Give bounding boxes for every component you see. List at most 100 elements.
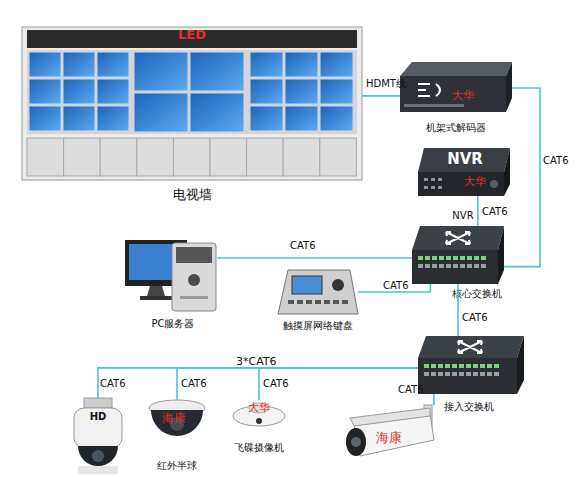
cable-label: CAT6 <box>383 280 409 292</box>
access-switch-drawing <box>445 372 450 376</box>
core-switch-drawing <box>446 232 470 244</box>
pc-server: PC服务器 <box>125 240 217 312</box>
nvr-drawing <box>424 186 428 189</box>
node-label: 接入交换机 <box>444 401 510 413</box>
video-wall-drawing <box>320 138 357 176</box>
access-switch-drawing <box>418 336 524 358</box>
nvr-drawing <box>431 178 435 181</box>
nvr-drawing <box>424 178 442 189</box>
access-switch-drawing <box>452 364 457 368</box>
video-wall-drawing <box>27 138 64 176</box>
cable-label: CAT6 <box>181 378 207 390</box>
node-label: LED <box>172 28 212 43</box>
core-switch-drawing <box>467 256 472 260</box>
speed-dome-drawing <box>74 398 122 474</box>
decoder-drawing <box>400 62 512 112</box>
access-switch-drawing <box>458 341 482 353</box>
video-wall-drawing <box>134 93 188 132</box>
core-switch-drawing <box>418 264 486 268</box>
cable-label: CAT6 <box>543 155 569 167</box>
cable-label: CAT6 <box>290 240 316 252</box>
video-wall-drawing <box>320 52 353 77</box>
node-label: NVR <box>440 151 490 168</box>
video-wall-drawing <box>210 138 247 176</box>
video-wall-drawing <box>29 52 61 77</box>
video-wall-drawing <box>29 79 61 104</box>
keyboard-drawing <box>288 300 294 304</box>
node-label: HD <box>84 411 112 423</box>
access-switch-drawing <box>487 364 492 368</box>
video-wall-drawing <box>283 138 320 176</box>
cable-label: CAT6 <box>398 384 424 396</box>
video-wall-drawing <box>190 93 244 132</box>
pc-server-drawing <box>147 286 165 296</box>
cable-line <box>362 95 400 97</box>
infrared-dome-drawing <box>149 400 205 436</box>
access-switch-drawing <box>438 372 443 376</box>
keyboard-drawing <box>278 270 358 314</box>
decoder-drawing <box>506 62 512 112</box>
video-wall-drawing <box>320 79 353 104</box>
access-switch-drawing <box>424 372 499 376</box>
access-switch-drawing <box>431 364 436 368</box>
saucer-camera: 大华飞碟摄像机 <box>232 400 286 432</box>
node-label: 红外半球 <box>148 460 206 472</box>
cable-line <box>457 284 459 336</box>
keyboard-drawing <box>333 300 339 304</box>
keyboard-drawing <box>342 300 348 304</box>
core-switch-drawing <box>446 264 451 268</box>
access-switch-drawing <box>480 364 485 368</box>
access-switch-drawing <box>480 372 485 376</box>
speed-dome-drawing <box>84 398 112 408</box>
core-switch-drawing <box>418 256 423 260</box>
core-switch-drawing <box>418 256 486 260</box>
video-wall-drawing <box>250 52 283 77</box>
network-keyboard: 触摸屏网络键盘 <box>278 268 358 316</box>
node-label: 触摸屏网络键盘 <box>274 320 362 332</box>
video-wall-drawing <box>27 50 357 134</box>
nvr-drawing <box>490 180 498 188</box>
core-switch-drawing <box>432 264 437 268</box>
video-wall-drawing <box>97 52 129 77</box>
core-switch-drawing <box>412 226 504 284</box>
keyboard-drawing <box>324 300 330 304</box>
core-switch-drawing <box>425 256 430 260</box>
video-wall-drawing <box>285 79 318 104</box>
bullet-camera-drawing <box>346 405 434 456</box>
keyboard-drawing <box>292 276 322 294</box>
access-switch-drawing <box>459 364 464 368</box>
speed-dome-drawing <box>92 450 104 462</box>
cable-line <box>433 394 435 405</box>
access-switch-drawing <box>459 372 464 376</box>
access-switch-drawing <box>438 364 443 368</box>
video-wall-drawing <box>22 27 362 180</box>
core-switch-drawing <box>453 256 458 260</box>
video-wall-drawing <box>100 138 137 176</box>
access-switch-drawing <box>473 364 478 368</box>
access-switch-drawing <box>494 364 499 368</box>
core-switch-drawing <box>498 226 504 284</box>
video-wall-drawing <box>97 79 129 104</box>
access-switch-drawing <box>418 358 517 394</box>
video-wall-drawing <box>29 106 61 131</box>
access-switch-drawing <box>452 372 457 376</box>
decoder-drawing <box>400 62 512 76</box>
cable-line <box>259 368 418 400</box>
core-switch-drawing <box>474 256 479 260</box>
decoder-drawing <box>400 76 506 112</box>
access-switch-drawing <box>466 372 471 376</box>
core-switch-drawing <box>439 256 444 260</box>
nvr-drawing <box>431 186 435 189</box>
speed-dome-drawing <box>78 466 118 474</box>
access-switch-drawing <box>445 364 450 368</box>
node-label: NVR <box>448 210 478 222</box>
decoder-drawing <box>404 104 464 107</box>
keyboard-drawing <box>315 300 321 304</box>
video-wall-drawing <box>285 106 318 131</box>
nvr-drawing <box>418 172 504 196</box>
infrared-dome-camera: 海康红外半球 <box>148 400 206 456</box>
video-wall-drawing <box>27 138 356 176</box>
free-label: 3*CAT6 <box>236 356 277 369</box>
